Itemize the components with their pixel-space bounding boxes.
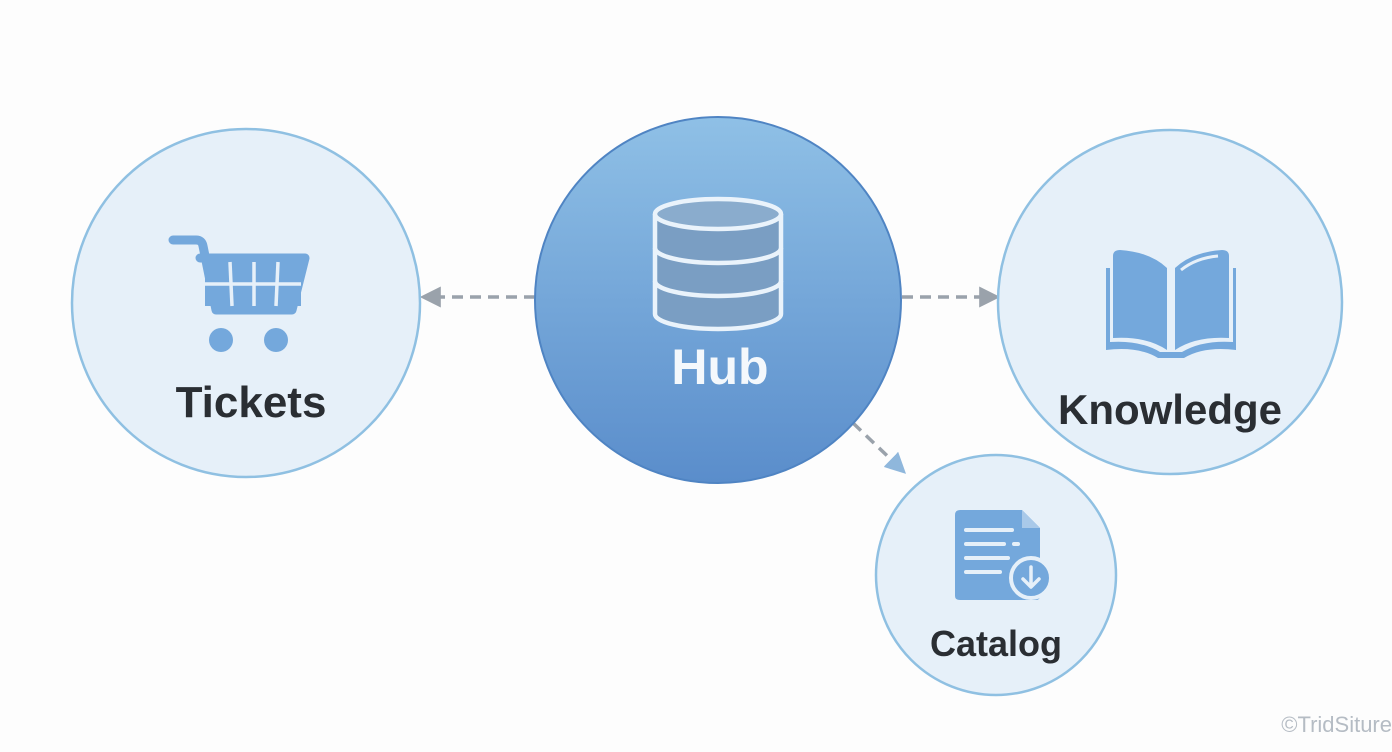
hub-node[interactable]: Hub (534, 116, 902, 484)
knowledge-node[interactable]: Knowledge (996, 128, 1344, 476)
catalog-node[interactable]: Catalog (874, 453, 1118, 697)
knowledge-label: Knowledge (1058, 386, 1282, 433)
knowledge-node-circle (996, 128, 1344, 476)
catalog-label: Catalog (930, 623, 1062, 664)
watermark: ©TridSiture (1281, 712, 1392, 737)
hub-label: Hub (671, 339, 768, 395)
database-icon (652, 196, 784, 332)
shopping-cart-icon (168, 235, 310, 352)
document-download-icon (955, 510, 1053, 600)
edge-hub-catalog (851, 421, 907, 474)
tickets-label: Tickets (176, 378, 327, 427)
open-book-icon (1106, 250, 1236, 358)
tickets-node[interactable]: Tickets (70, 127, 422, 479)
